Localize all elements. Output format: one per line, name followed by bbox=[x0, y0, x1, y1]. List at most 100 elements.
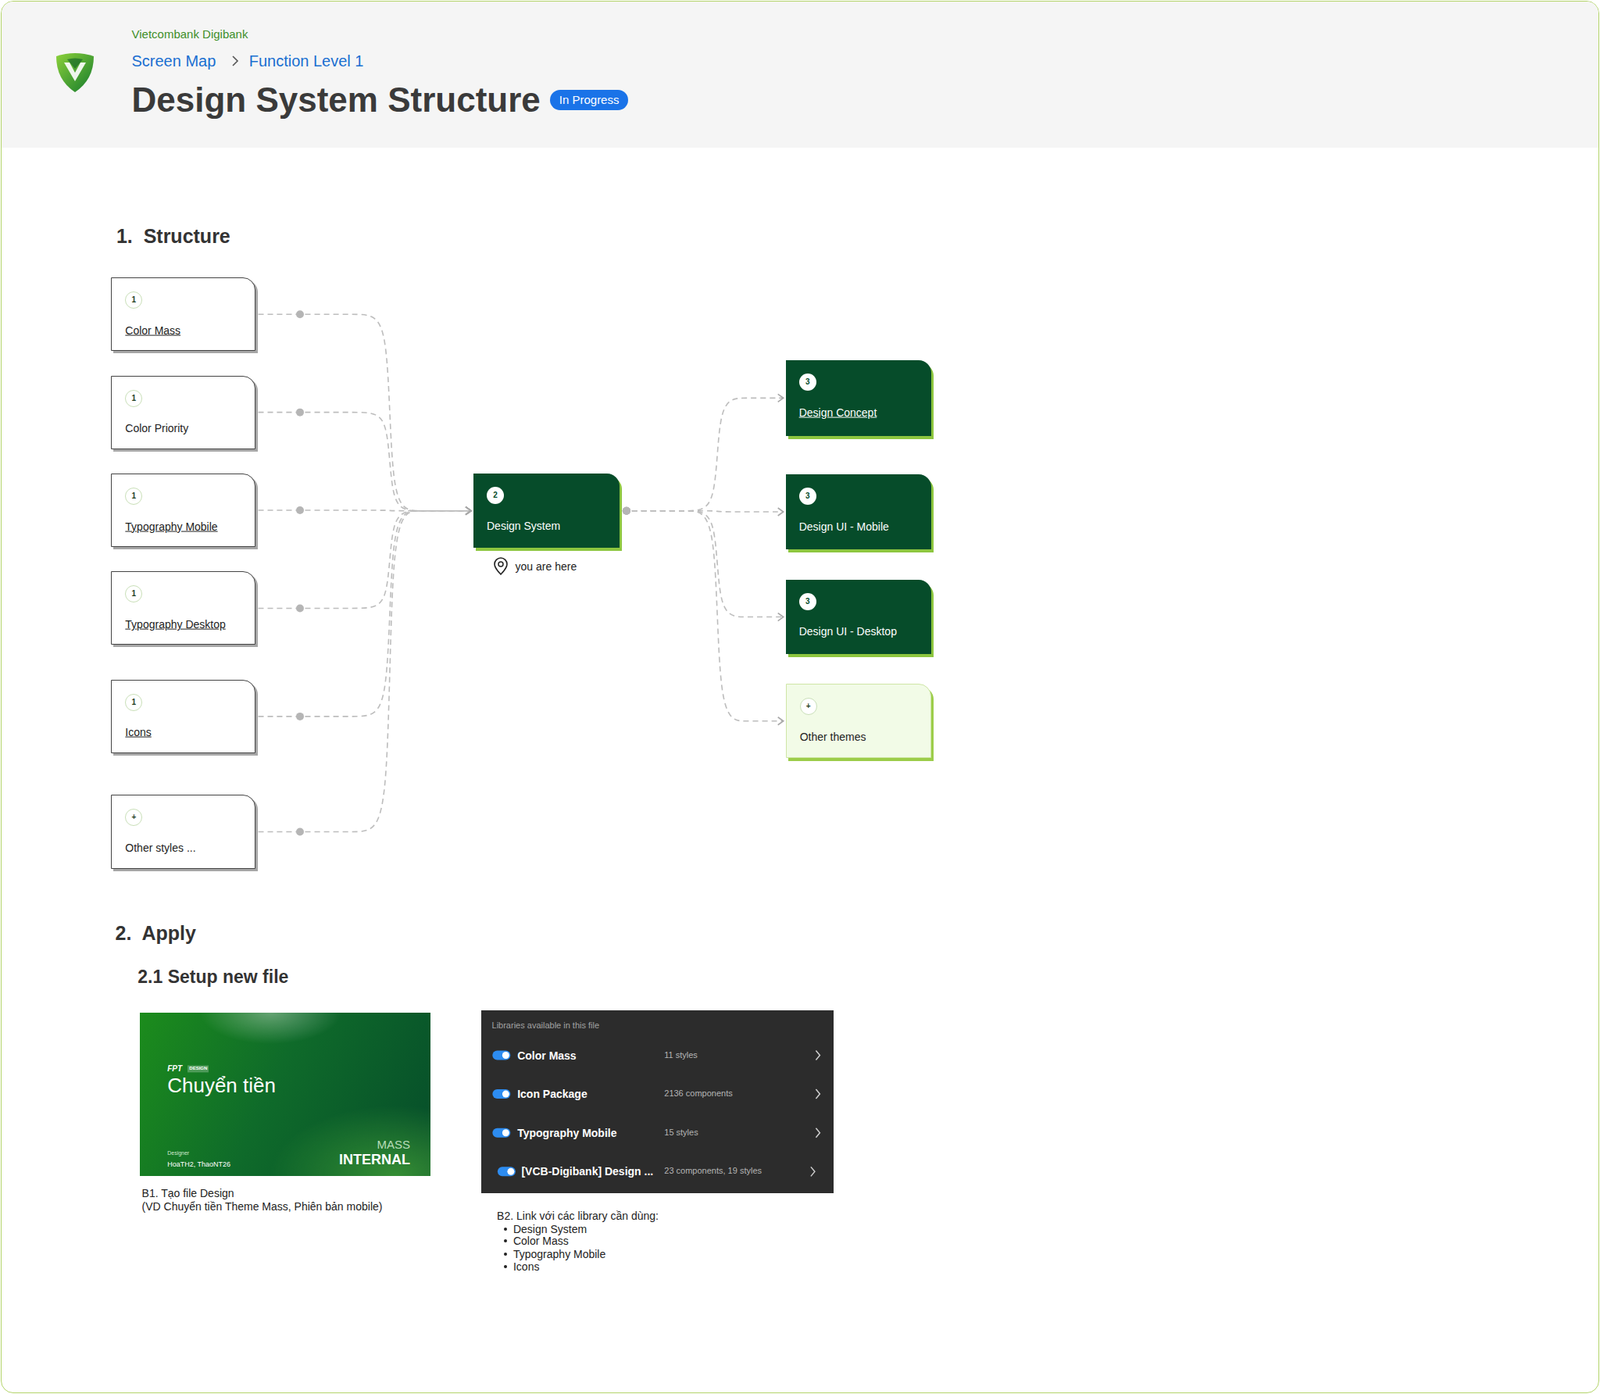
location-pin bbox=[494, 557, 508, 575]
connector-dot bbox=[296, 310, 304, 318]
row-chevron bbox=[816, 1050, 821, 1061]
step-number: 1 bbox=[125, 487, 143, 505]
card-text: DESIGN bbox=[187, 1064, 209, 1072]
step-number: 3 bbox=[799, 373, 817, 391]
style-box: 1Icons bbox=[110, 679, 255, 754]
box-label: Design UI - Mobile bbox=[799, 520, 890, 534]
library-panel: Libraries available in this fileColor Ma… bbox=[481, 1010, 834, 1193]
toggle-switch bbox=[497, 1166, 516, 1176]
box-label: Typography Desktop bbox=[125, 617, 225, 632]
box-label: Color Mass bbox=[125, 323, 181, 337]
list-item: Color Mass bbox=[513, 1234, 569, 1248]
step-number: 1 bbox=[125, 291, 143, 309]
theme-box: 3Design UI - Desktop bbox=[785, 579, 933, 654]
panel-text: 2136 components bbox=[664, 1089, 733, 1100]
box-label: Design Concept bbox=[799, 405, 878, 419]
box-label: Color Priority bbox=[125, 421, 189, 436]
dashed-connector bbox=[622, 397, 784, 511]
box-label: Other styles ... bbox=[125, 841, 196, 855]
toggle-switch bbox=[492, 1050, 511, 1061]
system-box: 2Design System bbox=[473, 473, 620, 548]
header-band bbox=[1, 1, 1599, 148]
dashed-connector bbox=[258, 510, 472, 609]
step-caption: B1. Tạo file Design bbox=[142, 1185, 235, 1200]
dashed-connector bbox=[622, 510, 784, 722]
card-text: Chuyển tiền bbox=[167, 1073, 276, 1098]
dashed-connector bbox=[258, 314, 472, 511]
card-text: INTERNAL bbox=[339, 1151, 411, 1169]
theme-box: 3Design UI - Mobile bbox=[785, 474, 933, 549]
card-text: Designer bbox=[167, 1150, 190, 1157]
step-number: + bbox=[125, 808, 143, 826]
dashed-connector bbox=[622, 510, 784, 512]
row-chevron bbox=[816, 1089, 821, 1099]
connector-dot bbox=[622, 507, 631, 515]
step-caption: (VD Chuyển tiền Theme Mass, Phiên bản mo… bbox=[142, 1199, 383, 1213]
connector-dot bbox=[296, 506, 304, 515]
style-box: + Other styles ... bbox=[110, 794, 255, 868]
connector-dot bbox=[622, 507, 631, 515]
step-number: 2 bbox=[486, 486, 504, 504]
connector-dot bbox=[622, 507, 631, 515]
box-label: Icons bbox=[125, 725, 151, 740]
dashed-connector bbox=[258, 510, 472, 833]
panel-text: [VCB-Digibank] Design ... bbox=[521, 1164, 654, 1179]
bullet-dot bbox=[503, 1264, 508, 1268]
breadcrumb-chevron bbox=[232, 56, 238, 66]
panel-text: Color Mass bbox=[517, 1048, 576, 1062]
subsection-heading: 2.1 Setup new file bbox=[137, 966, 289, 989]
dashed-connector bbox=[258, 510, 472, 717]
row-chevron bbox=[810, 1166, 815, 1176]
bullet-dot bbox=[503, 1227, 508, 1231]
badge-text: In Progress bbox=[550, 89, 629, 111]
breadcrumb-link: Screen Map bbox=[131, 51, 216, 71]
box-label: Design System bbox=[486, 518, 561, 533]
card-text: HoaTH2, ThaoNT26 bbox=[167, 1160, 231, 1169]
step-number: 1 bbox=[125, 389, 143, 408]
connector-dot bbox=[296, 827, 304, 836]
toggle-switch bbox=[492, 1128, 511, 1138]
connector-dot bbox=[296, 603, 304, 612]
step-number: 1 bbox=[125, 585, 143, 603]
box-label: Typography Mobile bbox=[125, 519, 218, 533]
panel-text: 15 styles bbox=[664, 1127, 698, 1138]
breadcrumb-link: Function Level 1 bbox=[249, 51, 365, 71]
card-text: FPT bbox=[167, 1064, 183, 1074]
connector-dot bbox=[296, 712, 304, 721]
panel-text: Typography Mobile bbox=[517, 1125, 617, 1140]
step-number: 1 bbox=[125, 693, 143, 711]
step-number: 3 bbox=[799, 487, 817, 505]
row-chevron bbox=[816, 1128, 821, 1138]
step-number: + bbox=[800, 697, 818, 715]
card-text: MASS bbox=[377, 1137, 411, 1152]
theme-box: 3Design Concept bbox=[785, 360, 933, 436]
page-title: Design System Structure bbox=[131, 79, 540, 122]
box-label: Design UI - Desktop bbox=[799, 625, 897, 639]
panel-text: Icon Package bbox=[517, 1087, 588, 1101]
status-badge: In Progress bbox=[550, 89, 629, 111]
connector-dot bbox=[296, 408, 304, 417]
bank-logo bbox=[56, 53, 94, 93]
step-number: 3 bbox=[799, 592, 817, 611]
toggle-switch bbox=[492, 1089, 511, 1099]
list-item: Typography Mobile bbox=[513, 1247, 606, 1261]
panel-text: 11 styles bbox=[664, 1050, 698, 1061]
section-heading: 2. Apply bbox=[115, 921, 197, 945]
panel-text: Libraries available in this file bbox=[492, 1020, 600, 1031]
brand-name: Vietcombank Digibank bbox=[131, 27, 248, 42]
bullet-dot bbox=[503, 1252, 508, 1256]
bullet-dot bbox=[503, 1239, 508, 1243]
style-box: 1Color Mass bbox=[110, 277, 255, 351]
section-heading: 1. Structure bbox=[116, 224, 231, 248]
dashed-connector bbox=[258, 412, 472, 511]
dashed-connector bbox=[622, 510, 784, 618]
list-item: Design System bbox=[513, 1221, 587, 1236]
style-box: 1Color Priority bbox=[110, 375, 255, 450]
step-caption: B2. Link với các library cần dùng: bbox=[496, 1208, 659, 1222]
box-label: Other themes bbox=[800, 729, 867, 743]
cover-card: FPT DESIGNChuyển tiềnDesignerHoaTH2, Thao… bbox=[139, 1012, 431, 1176]
connector-dot bbox=[622, 507, 631, 515]
panel-text: 23 components, 19 styles bbox=[664, 1166, 762, 1177]
theme-box: + Other themes bbox=[785, 683, 933, 758]
